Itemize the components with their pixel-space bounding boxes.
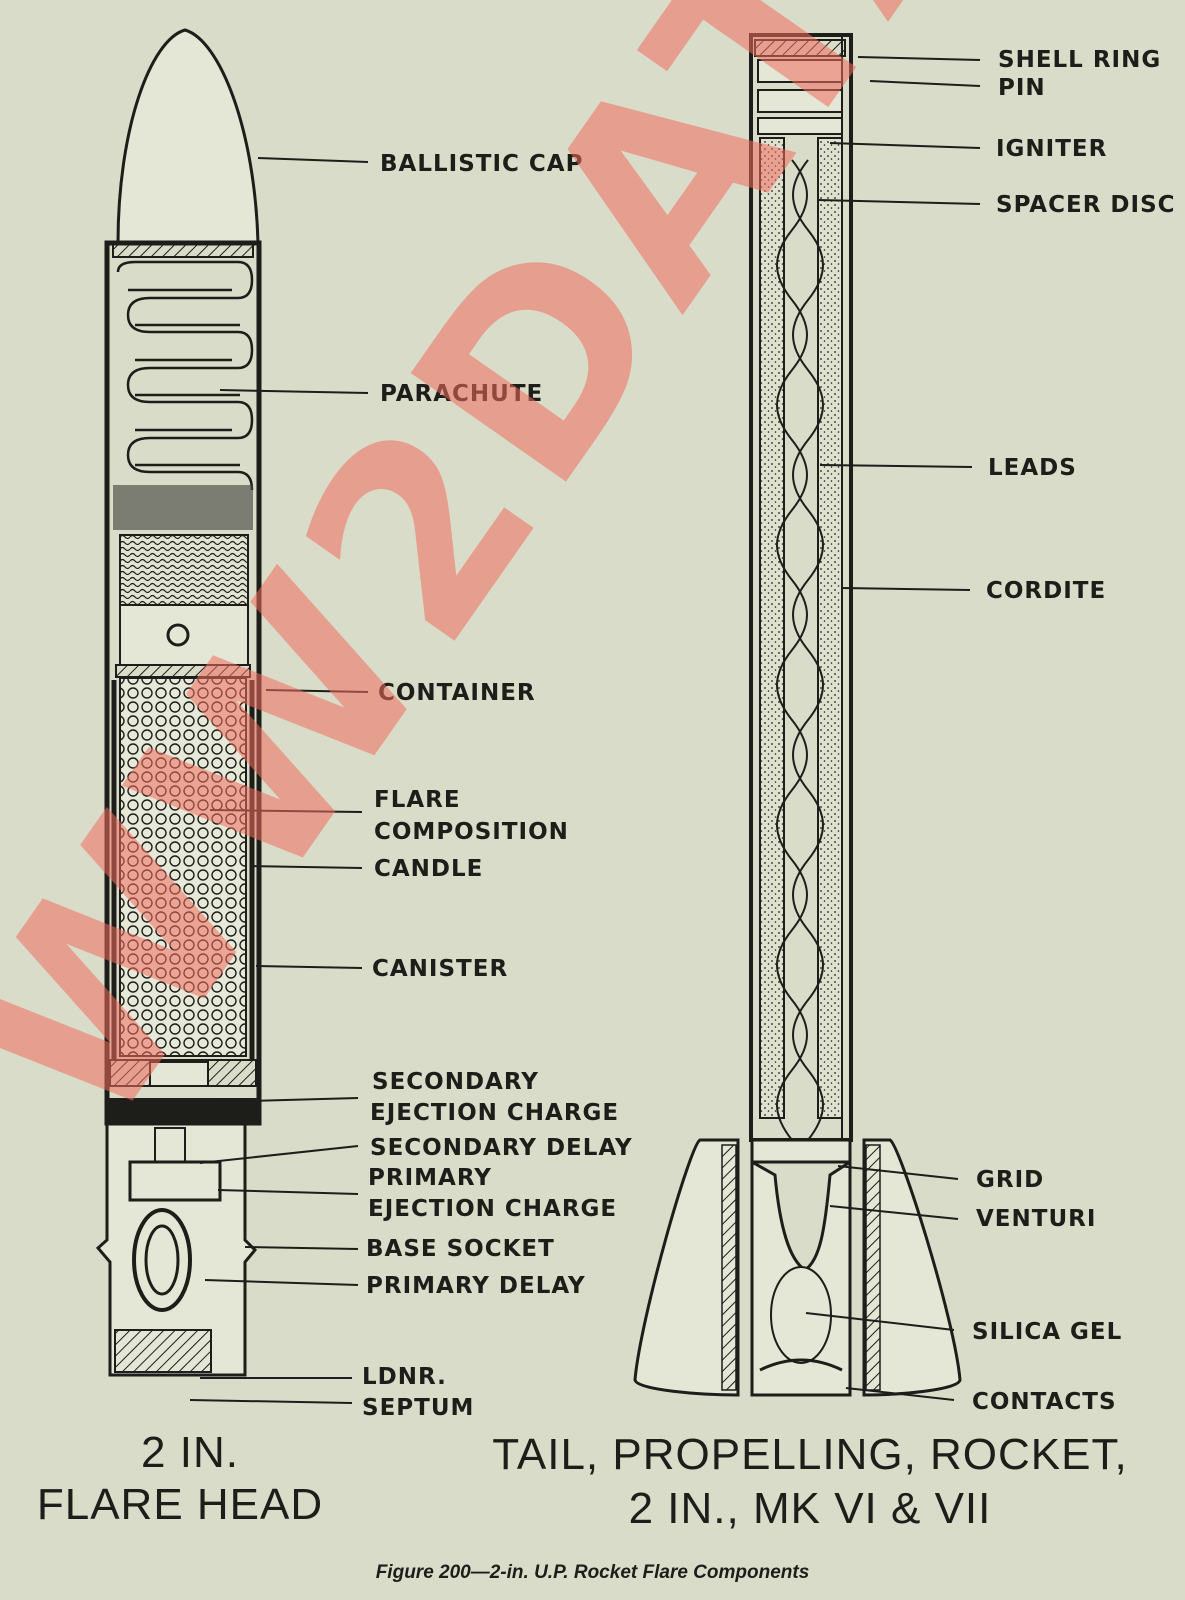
label-flare-composition-line2: COMPOSITION <box>374 819 569 845</box>
label-base-socket: BASE SOCKET <box>366 1236 555 1262</box>
label-secondary-ejection-line1: SECONDARY <box>372 1069 539 1095</box>
label-parachute: PARACHUTE <box>380 381 544 407</box>
label-container: CONTAINER <box>378 680 536 706</box>
grid-shape <box>750 1138 852 1164</box>
label-primary-ejection-line2: EJECTION CHARGE <box>368 1196 618 1222</box>
label-canister: CANISTER <box>372 956 509 982</box>
parachute-shape <box>116 260 254 491</box>
label-shell-ring: SHELL RING <box>998 47 1162 73</box>
label-cordite: CORDITE <box>986 578 1107 604</box>
flare-head-title-line1: 2 IN. <box>141 1428 239 1477</box>
contacts-shape <box>759 1358 843 1372</box>
leads-shape <box>776 159 824 1141</box>
label-primary-ejection-line1: PRIMARY <box>368 1165 492 1191</box>
label-igniter: IGNITER <box>996 136 1108 162</box>
label-spacer-disc: SPACER DISC <box>996 192 1176 218</box>
label-ldnr: LDNR. <box>362 1364 447 1390</box>
leader-lines <box>189 56 981 1404</box>
label-leads: LEADS <box>988 455 1077 481</box>
rocket-tail-title-line2: 2 IN., MK VI & VII <box>628 1484 992 1533</box>
cordite-shape <box>759 137 785 1119</box>
left-fin <box>633 1138 740 1397</box>
figure-caption: Figure 200—2-in. U.P. Rocket Flare Compo… <box>375 1562 810 1583</box>
flare-composition-shape <box>119 677 247 1057</box>
label-grid: GRID <box>976 1167 1045 1193</box>
label-primary-delay: PRIMARY DELAY <box>366 1273 586 1299</box>
rocket-tail-title-line1: TAIL, PROPELLING, ROCKET, <box>492 1430 1128 1479</box>
label-secondary-delay: SECONDARY DELAY <box>370 1135 633 1161</box>
label-contacts: CONTACTS <box>972 1389 1117 1415</box>
label-secondary-ejection-line2: EJECTION CHARGE <box>370 1100 620 1126</box>
label-pin: PIN <box>998 75 1046 101</box>
label-flare-composition-line1: FLARE <box>374 787 461 813</box>
label-silica-gel: SILICA GEL <box>972 1319 1123 1345</box>
label-venturi: VENTURI <box>976 1206 1097 1232</box>
flare-head-title-line2: FLARE HEAD <box>36 1480 324 1529</box>
ballistic-cap-shape <box>116 28 260 245</box>
flare-head-drawing <box>95 28 262 1377</box>
label-candle: CANDLE <box>374 856 484 882</box>
rocket-tail-drawing <box>633 33 962 1397</box>
label-ballistic-cap: BALLISTIC CAP <box>380 151 584 177</box>
label-septum: SEPTUM <box>362 1395 475 1421</box>
